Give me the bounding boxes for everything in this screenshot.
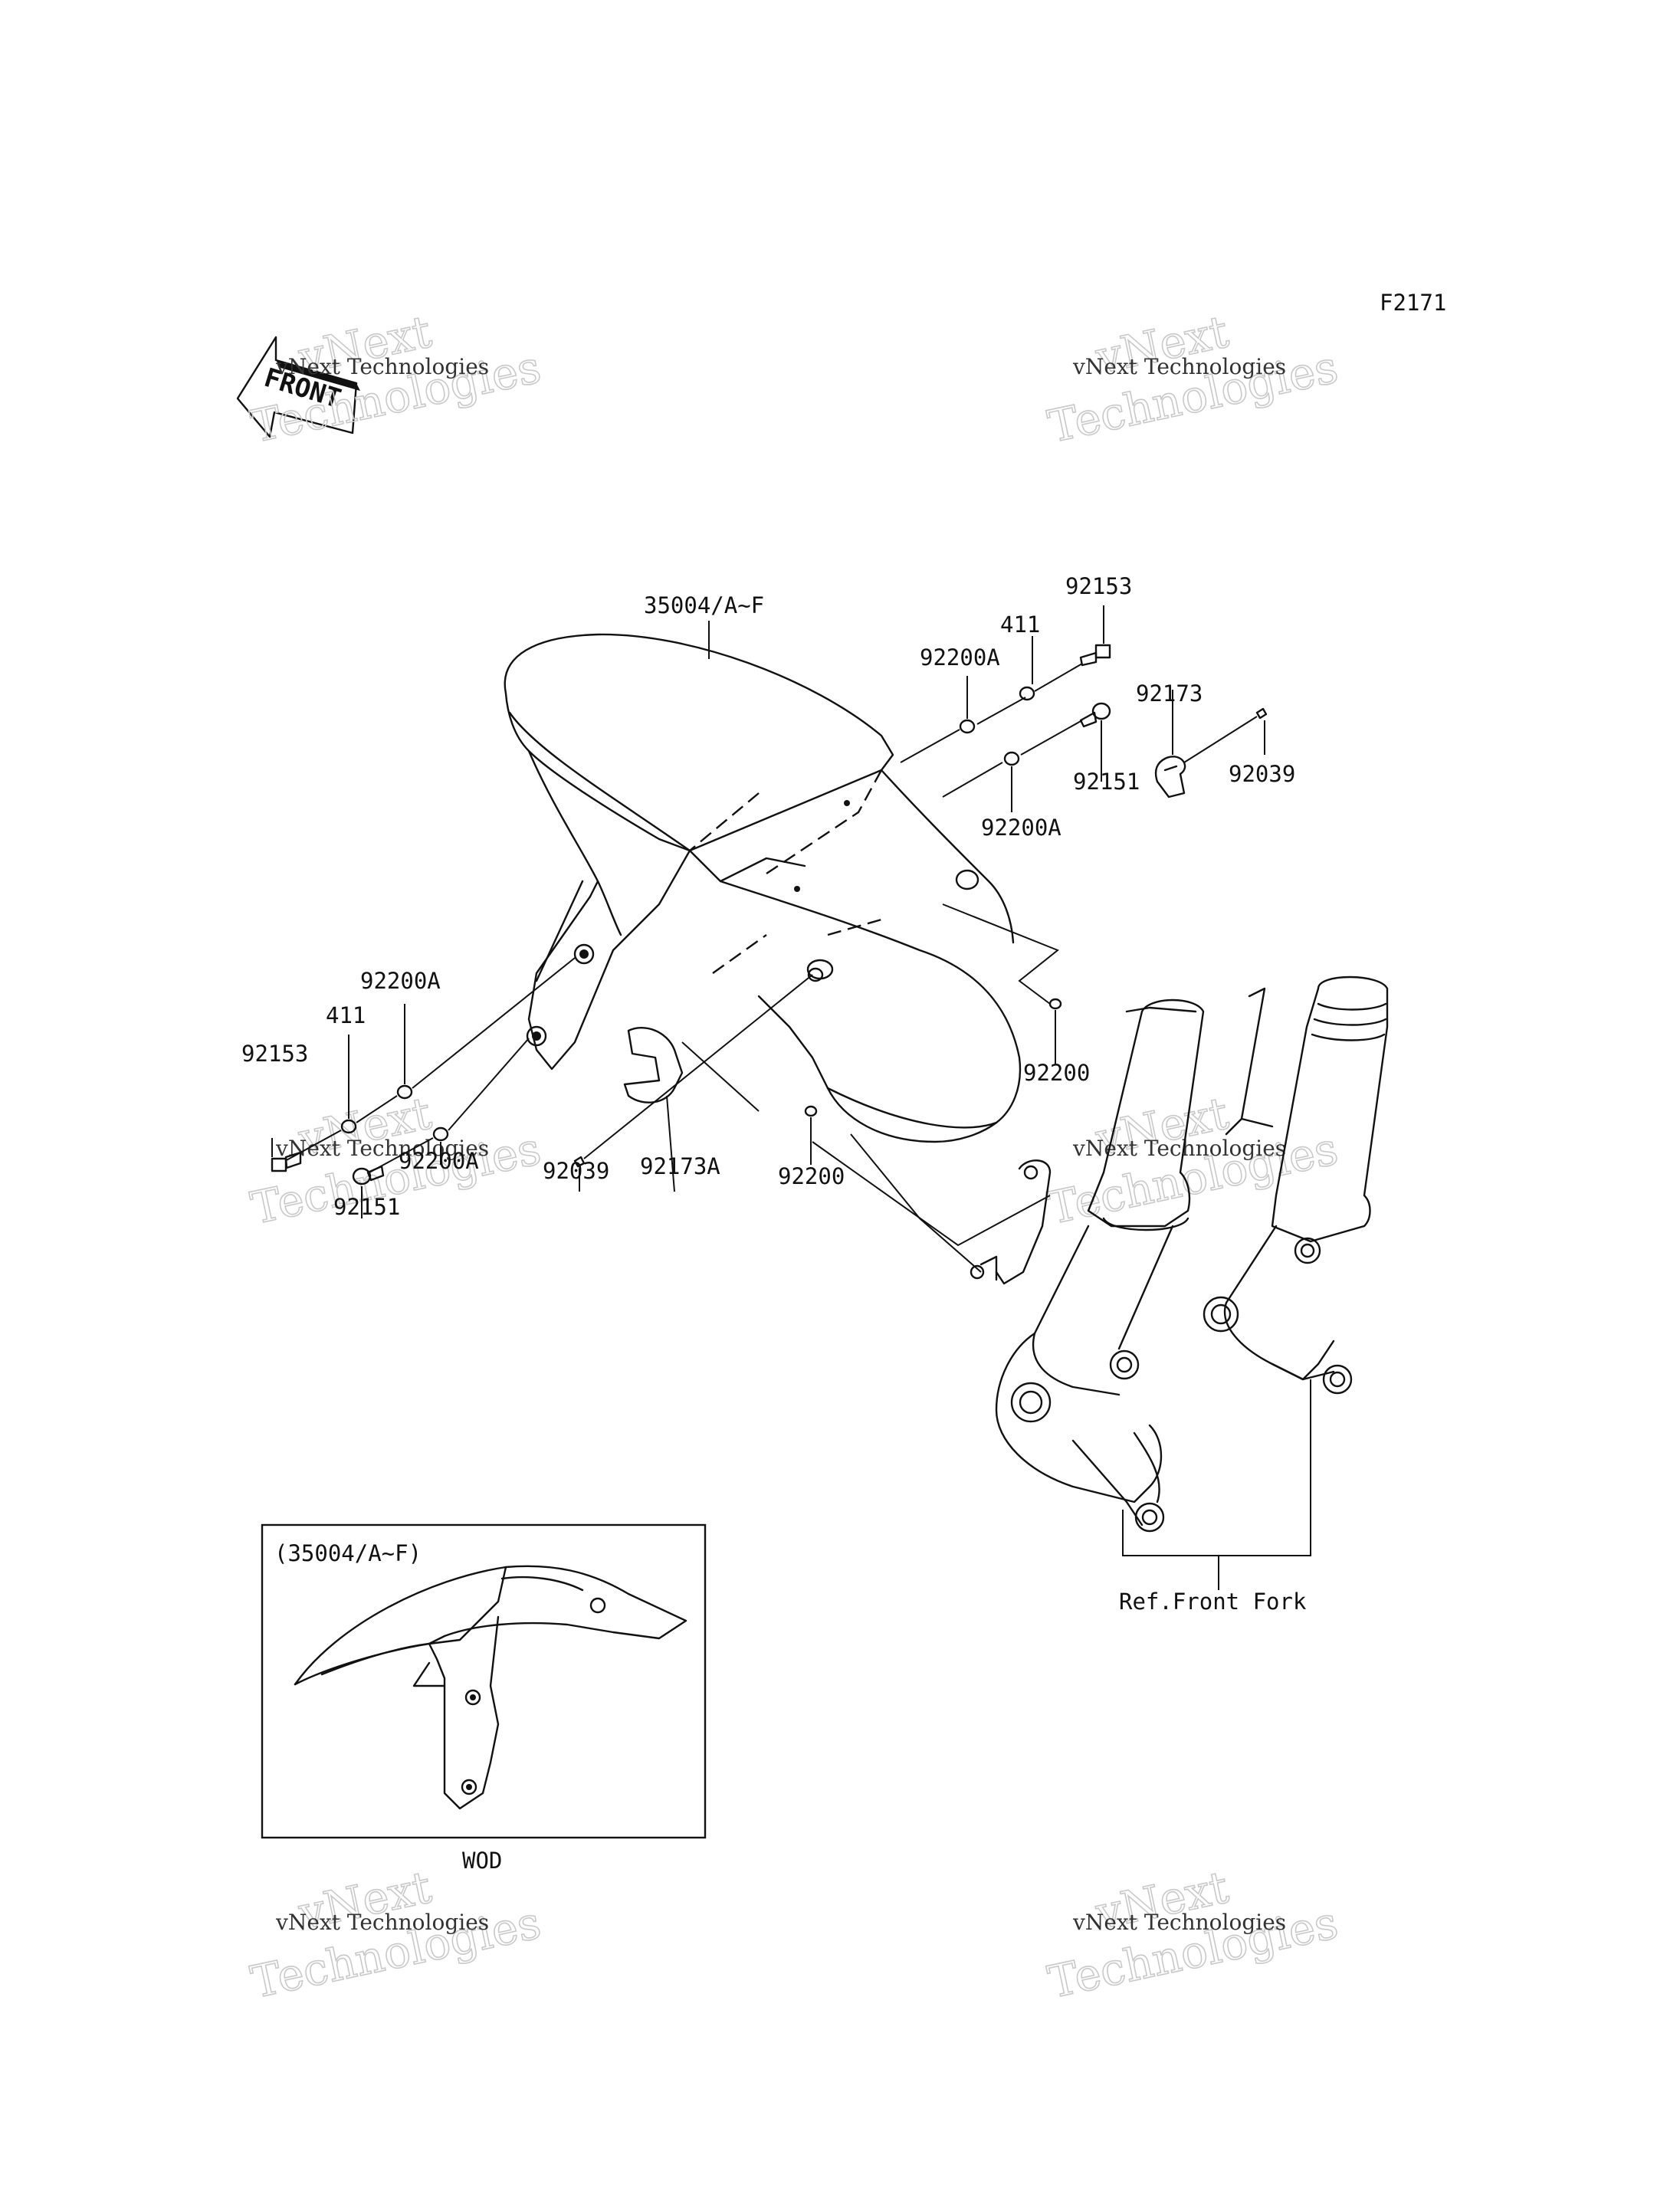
label-clamp-92173a: 92173A xyxy=(640,1153,720,1179)
watermark-top-left: vNext Technologies vNext Technologies xyxy=(246,305,546,454)
inset-panel: (35004/A~F) xyxy=(261,1523,707,1839)
bolt-92151-right-icon xyxy=(1079,702,1111,728)
label-washer-92200a-hidden: 92200A xyxy=(399,1148,479,1174)
label-bolt-top: 92153 xyxy=(1065,573,1132,599)
svg-text:vNext Technologies: vNext Technologies xyxy=(275,1136,489,1161)
front-fork-left xyxy=(970,998,1205,1533)
label-bolt-92151-right: 92151 xyxy=(1073,769,1140,795)
washer-92200a-right-icon xyxy=(1003,751,1020,766)
washer-92200a-left-icon xyxy=(396,1084,413,1100)
bolt-92153-left-icon xyxy=(271,1151,302,1172)
washer-411-top-icon xyxy=(1019,686,1035,701)
leader-lines xyxy=(271,605,1265,1273)
label-washer-92200a-right: 92200A xyxy=(981,815,1061,841)
svg-text:vNext Technologies: vNext Technologies xyxy=(1072,1910,1286,1935)
label-washer-92200-right: 92200 xyxy=(1023,1060,1090,1086)
clamp-92173-icon xyxy=(1154,756,1186,798)
label-washer-92200a-top: 92200A xyxy=(920,644,1000,671)
washer-92200a-left-lower-icon xyxy=(432,1126,449,1142)
inset-title: (35004/A~F) xyxy=(274,1540,422,1566)
clamp-92173a-icon xyxy=(623,1027,684,1103)
front-fork-right xyxy=(1203,976,1389,1395)
label-fender-assy: 35004/A~F xyxy=(644,592,764,618)
front-fender xyxy=(504,633,1022,1143)
label-washer-92200a-left: 92200A xyxy=(360,968,441,994)
screw-92039-right-icon xyxy=(1255,707,1268,720)
inset-caption: WOD xyxy=(462,1848,502,1874)
watermark-bottom-right: vNext Technologies vNext Technologies xyxy=(1043,1861,1343,2009)
label-screw-92039-right: 92039 xyxy=(1229,761,1295,787)
washer-92200-right-icon xyxy=(1048,998,1062,1010)
bolt-92153-top-icon xyxy=(1079,644,1111,667)
svg-text:vNext Technologies: vNext Technologies xyxy=(275,1910,489,1935)
label-bolt-92153-left: 92153 xyxy=(241,1041,308,1067)
screw-92039-left-icon xyxy=(573,1156,586,1168)
ref-front-fork-bracket xyxy=(1122,1379,1311,1556)
label-bolt-92151-left: 92151 xyxy=(333,1194,400,1220)
label-washer-411-left: 411 xyxy=(326,1002,366,1028)
label-ref-front-fork: Ref.Front Fork xyxy=(1119,1589,1307,1615)
washer-92200a-top-icon xyxy=(959,719,976,734)
figure-code: F2171 xyxy=(1380,290,1446,316)
svg-text:vNext Technologies: vNext Technologies xyxy=(1072,1136,1286,1161)
svg-text:vNext Technologies: vNext Technologies xyxy=(275,354,489,379)
label-clamp-92173: 92173 xyxy=(1136,680,1203,707)
washer-411-left-icon xyxy=(340,1119,357,1134)
label-screw-92039-left: 92039 xyxy=(543,1158,609,1184)
watermark-top-right: vNext Technologies vNext Technologies xyxy=(1043,305,1343,454)
svg-text:vNext Technologies: vNext Technologies xyxy=(1072,354,1286,379)
label-washer-92200-center: 92200 xyxy=(778,1163,845,1189)
washer-92200-center-icon xyxy=(804,1105,818,1117)
label-washer-411-top: 411 xyxy=(1000,612,1040,638)
